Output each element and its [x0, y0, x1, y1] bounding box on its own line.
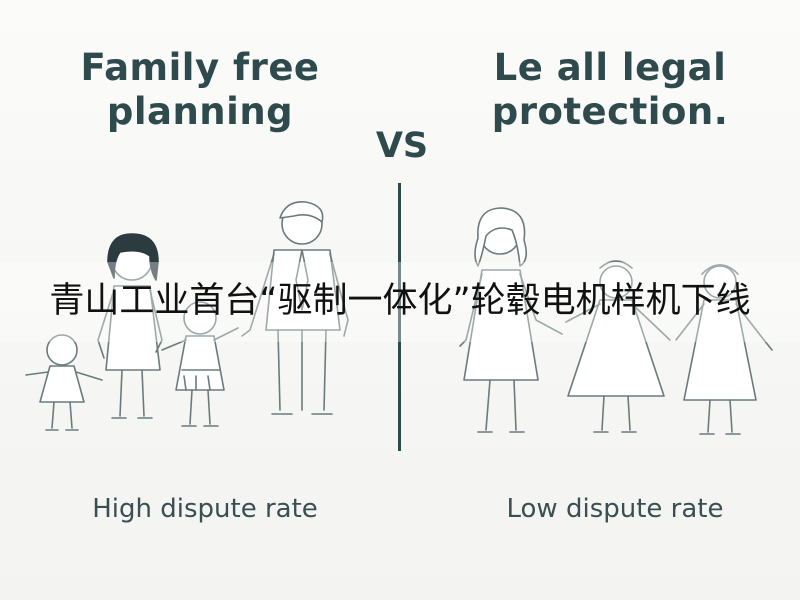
- child-figure-icon: [161, 301, 239, 427]
- vs-label: VS: [375, 126, 429, 166]
- center-divider: [398, 183, 401, 451]
- child-figure-icon: [565, 260, 671, 433]
- right-family-illustration: [420, 190, 800, 460]
- overlay-band: [0, 262, 800, 342]
- mother-figure-icon: [459, 207, 563, 433]
- mother-figure-icon: [97, 233, 163, 419]
- left-heading: Family free planning: [80, 46, 320, 133]
- family-illustration-icon: [459, 207, 773, 435]
- left-caption: High dispute rate: [92, 494, 318, 524]
- left-family-illustration: [10, 190, 380, 460]
- father-figure-icon: [241, 201, 349, 415]
- overlay-headline: 青山工业首台“驱制一体化”轮毂电机样机下线: [49, 281, 751, 321]
- right-heading: Le all legal protection.: [491, 46, 729, 133]
- right-caption: Low dispute rate: [506, 494, 724, 524]
- family-illustration-icon: [25, 201, 349, 431]
- child-figure-icon: [675, 264, 773, 435]
- child-figure-icon: [25, 334, 103, 431]
